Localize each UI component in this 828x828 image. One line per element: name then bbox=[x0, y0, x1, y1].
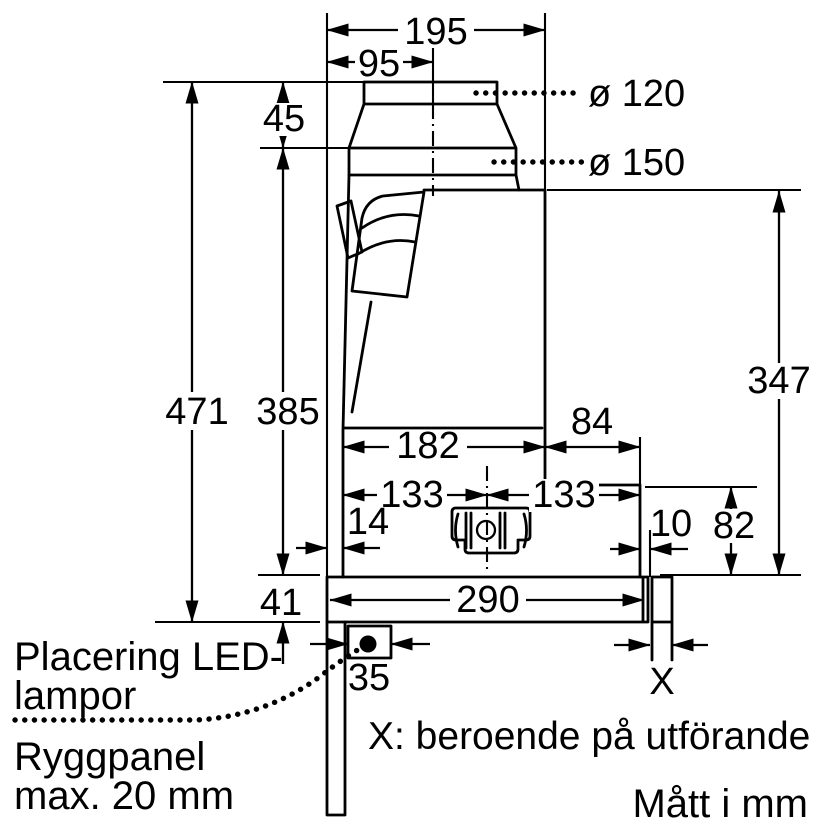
centerlines bbox=[431, 104, 489, 572]
leader-led-note bbox=[12, 645, 364, 723]
label-background bbox=[355, 46, 403, 78]
dim-label-133-left: 133 bbox=[380, 474, 443, 516]
dim-label-95: 95 bbox=[358, 43, 400, 85]
label-background bbox=[529, 479, 599, 512]
diameter-label-150: ø 150 bbox=[588, 142, 685, 184]
label-background bbox=[711, 509, 757, 543]
label-background bbox=[398, 13, 474, 47]
dim-label-14: 14 bbox=[347, 501, 389, 543]
label-background bbox=[742, 363, 817, 399]
note-back-panel-line2: max. 20 mm bbox=[14, 774, 234, 818]
damper-flap-outline bbox=[335, 190, 426, 414]
back-panel-outline bbox=[325, 620, 347, 817]
dim-label-471: 471 bbox=[165, 391, 228, 433]
dim-label-290: 290 bbox=[456, 579, 519, 621]
dim-label-45: 45 bbox=[263, 98, 305, 140]
dim-label-82: 82 bbox=[713, 505, 755, 547]
dim-label-182: 182 bbox=[396, 425, 459, 467]
outline-group bbox=[325, 80, 674, 817]
dim-label-133-right: 133 bbox=[532, 474, 595, 516]
dim-label-35: 35 bbox=[348, 657, 390, 699]
label-background bbox=[160, 392, 234, 430]
diameter-label-120: ø 120 bbox=[588, 73, 685, 115]
dim-label-195: 195 bbox=[404, 11, 467, 53]
label-background bbox=[258, 103, 310, 136]
label-masks bbox=[160, 13, 817, 617]
dim-label-347: 347 bbox=[747, 360, 810, 402]
dim-label-x: X bbox=[649, 661, 674, 703]
label-background bbox=[389, 431, 467, 464]
label-background bbox=[450, 584, 526, 617]
terminal-block-outline bbox=[450, 506, 532, 555]
label-background bbox=[251, 392, 325, 430]
dim-label-10: 10 bbox=[650, 503, 692, 545]
dotted-leaders bbox=[12, 90, 585, 723]
dim-label-84: 84 bbox=[571, 401, 613, 443]
note-back-panel-line1: Ryggpanel bbox=[14, 735, 205, 779]
label-background bbox=[377, 479, 447, 512]
note-x-variant: X: beroende på utförande bbox=[368, 715, 810, 758]
dim-label-385: 385 bbox=[256, 391, 319, 433]
annotation-texts: Placering LED- lampor Ryggpanel max. 20 … bbox=[14, 635, 810, 826]
note-led-placement-line2: lampor bbox=[14, 674, 136, 718]
note-units: Mått i mm bbox=[632, 782, 808, 826]
dimension-labels: 195 95 45 ø 120 ø 150 471 385 347 84 182… bbox=[165, 11, 810, 703]
note-led-placement-line1: Placering LED- bbox=[14, 635, 283, 679]
led-lamp-dot bbox=[359, 635, 377, 653]
dim-label-41: 41 bbox=[260, 582, 302, 624]
duct-collars-outline bbox=[347, 80, 521, 192]
